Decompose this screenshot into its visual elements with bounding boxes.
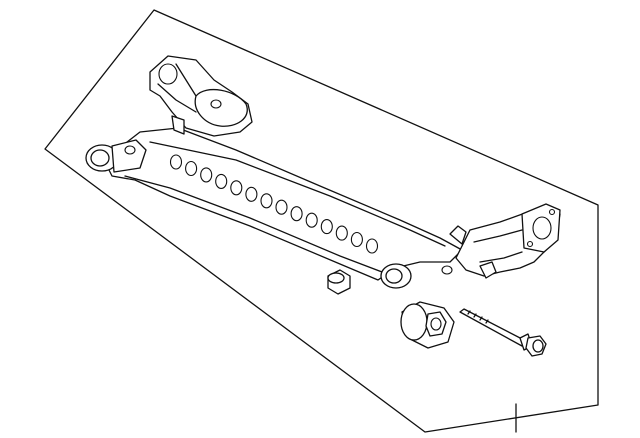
beam-hole xyxy=(260,193,273,209)
beam-hole xyxy=(365,238,379,254)
beam-hole xyxy=(305,212,318,228)
beam-hole xyxy=(275,199,288,215)
beam-hole xyxy=(245,186,258,202)
bolt-thread xyxy=(467,310,489,324)
right-lower-tab xyxy=(479,261,497,279)
bushing-bore xyxy=(430,317,442,331)
left-arm-detail xyxy=(157,63,197,113)
right-bracket-tab xyxy=(449,225,467,245)
mounting-bolt xyxy=(459,308,547,357)
left-bracket-tab xyxy=(171,115,185,135)
right-eye-inner xyxy=(385,268,403,284)
bushing-face xyxy=(400,303,428,341)
left-arm-hole xyxy=(158,63,178,85)
left-eye-inner xyxy=(90,149,110,167)
right-hub-bolt-hole-2 xyxy=(526,240,534,248)
left-spring-seat xyxy=(194,88,248,127)
rear-axle-beam-assembly xyxy=(85,55,561,289)
beam-hole xyxy=(230,180,243,196)
background-plate xyxy=(44,9,599,433)
right-hub-bore xyxy=(532,216,552,240)
right-hub-bolt-hole-1 xyxy=(548,208,556,216)
bolt-shank xyxy=(459,308,525,347)
nut-face xyxy=(327,272,345,284)
right-collar-hole xyxy=(441,265,453,275)
nut xyxy=(327,269,351,295)
left-eye-collar xyxy=(111,139,147,173)
axle-beam-bottom-flange xyxy=(124,175,383,273)
right-arm-detail xyxy=(473,229,523,263)
axle-beam-holes xyxy=(169,154,379,254)
beam-hole xyxy=(335,225,348,241)
beam-hole xyxy=(185,160,198,177)
beam-hole xyxy=(320,219,333,235)
bushing xyxy=(400,301,455,349)
bolt-head-face xyxy=(532,339,544,353)
axle-beam-top-edge xyxy=(149,141,446,247)
left-collar-hole xyxy=(124,145,136,155)
beam-hole xyxy=(290,206,303,222)
beam-hole xyxy=(200,167,213,183)
beam-hole xyxy=(215,173,228,189)
left-seat-hole xyxy=(210,99,222,109)
beam-hole xyxy=(169,154,183,170)
beam-hole xyxy=(350,231,363,248)
